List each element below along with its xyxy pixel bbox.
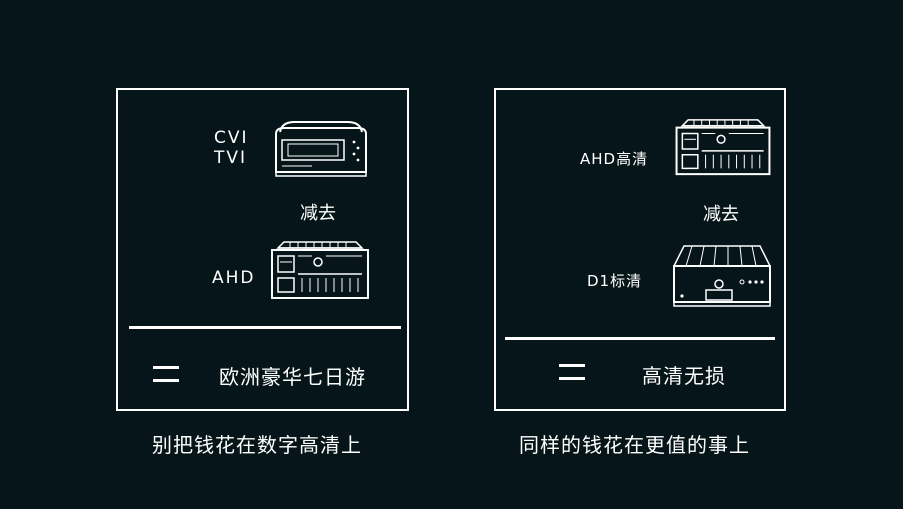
- right-result-text: 高清无损: [642, 364, 726, 388]
- right-top-label-ahd: AHD高清: [580, 150, 649, 168]
- left-top-label-tvi: TVI: [214, 148, 248, 168]
- left-top-label-cvi: CVI: [214, 128, 249, 148]
- dvr-finned-icon: [672, 118, 774, 178]
- left-minus-label: 减去: [300, 203, 336, 224]
- dvr-compact-icon: [670, 244, 774, 308]
- left-equals-sign: [153, 366, 179, 382]
- left-result-text: 欧洲豪华七日游: [219, 365, 366, 389]
- left-bottom-label-ahd: AHD: [212, 268, 256, 288]
- right-divider: [505, 337, 775, 340]
- left-divider: [129, 326, 401, 329]
- dvr-handle-icon: [272, 118, 370, 178]
- right-equals-sign: [559, 364, 585, 380]
- right-caption: 同样的钱花在更值的事上: [519, 433, 750, 457]
- right-minus-label: 减去: [703, 204, 739, 225]
- right-bottom-label-d1: D1标清: [587, 272, 643, 290]
- left-caption: 别把钱花在数字高清上: [152, 433, 362, 457]
- right-comparison-panel: [494, 88, 786, 411]
- left-comparison-panel: [116, 88, 409, 411]
- dvr-finned-icon: [268, 240, 372, 302]
